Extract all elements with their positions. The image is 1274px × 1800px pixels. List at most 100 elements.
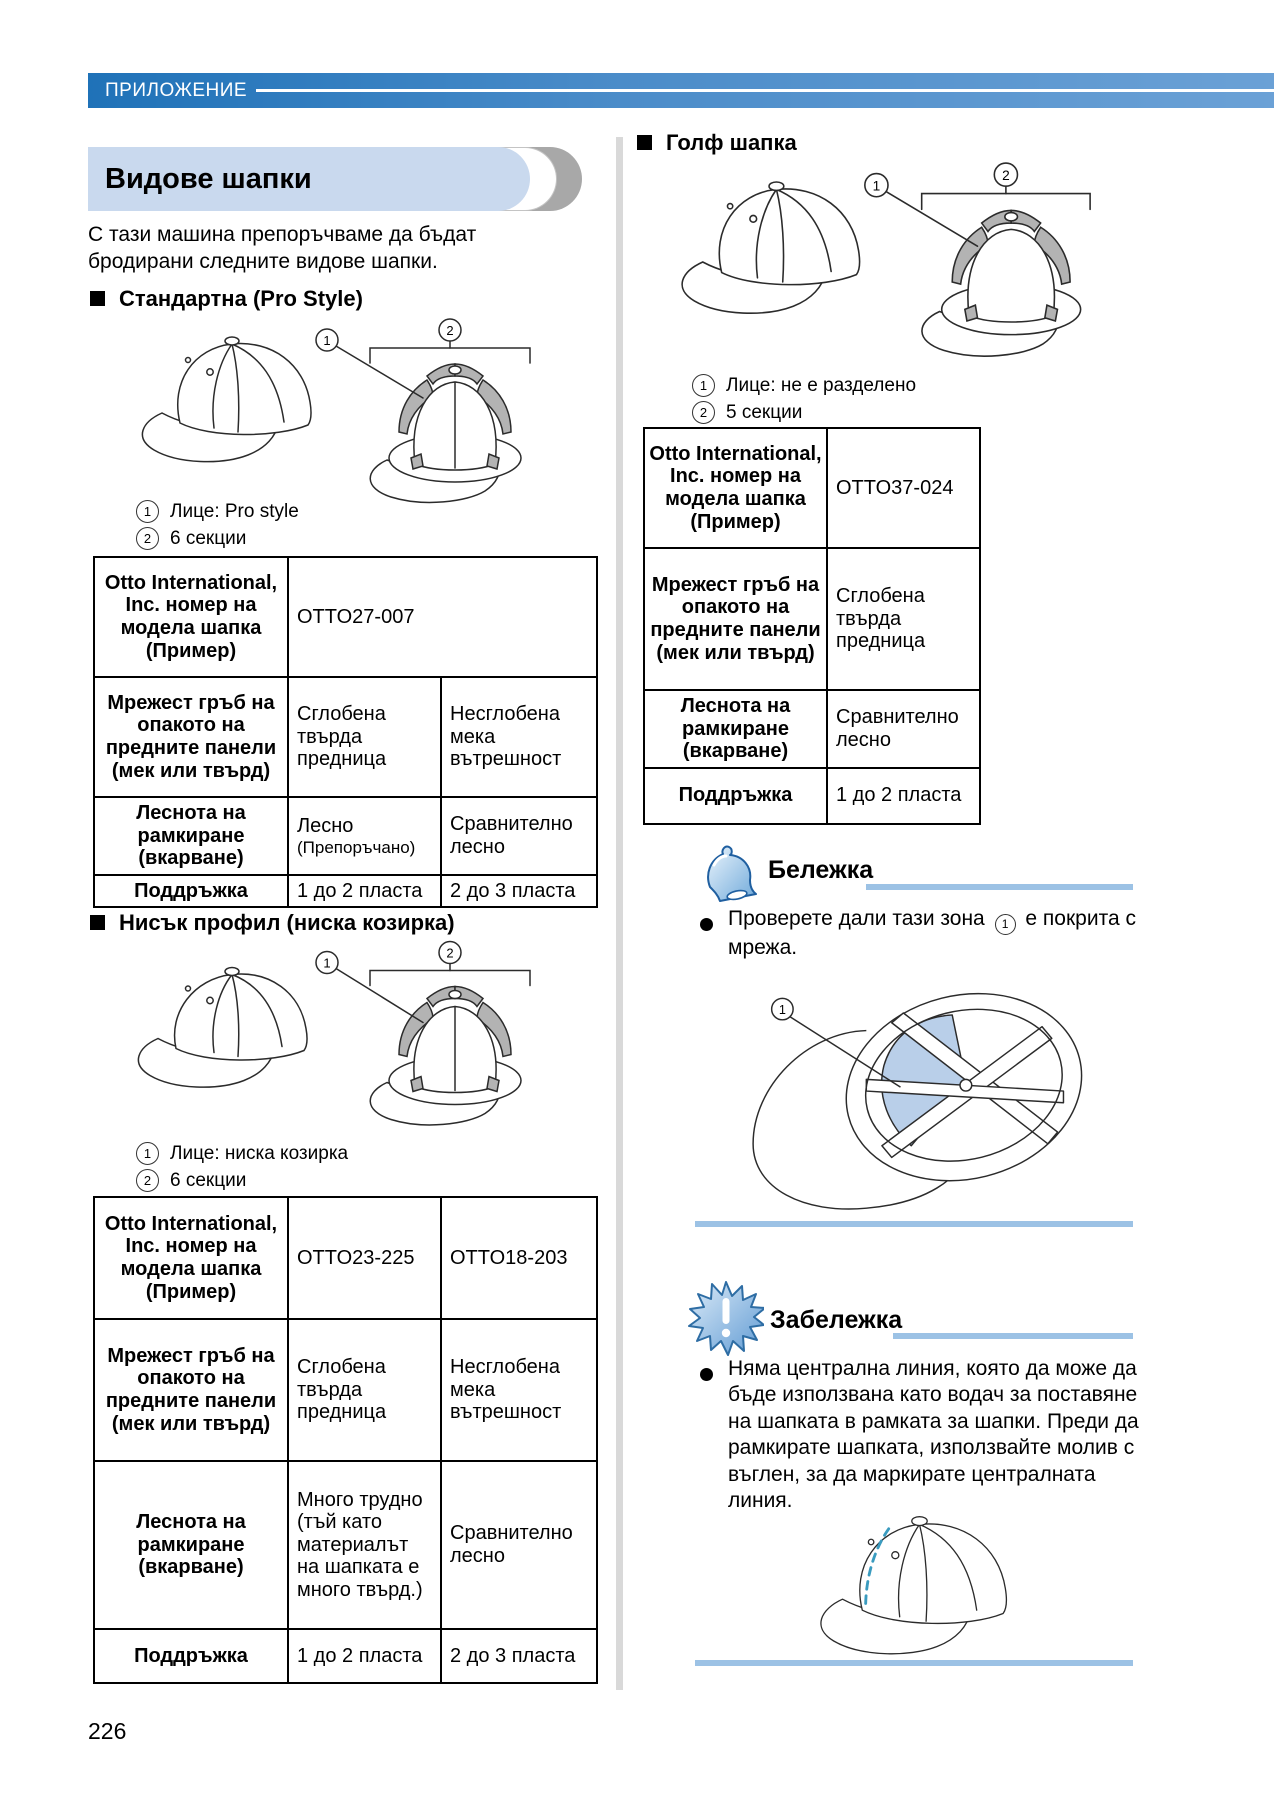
row-label: Otto International, Inc. номер на модела… bbox=[643, 427, 828, 549]
side-view-cap bbox=[137, 966, 308, 1088]
page-title: Видове шапки bbox=[105, 163, 312, 195]
title-banner: Видове шапки bbox=[88, 147, 588, 211]
callout-2-bracket bbox=[920, 192, 1091, 211]
table-cell: 1 до 2 пласта bbox=[826, 766, 981, 825]
callout-2: 2 bbox=[446, 946, 453, 961]
callout-1-badge: 1 bbox=[692, 374, 715, 397]
note-heading: Бележка bbox=[768, 856, 874, 884]
caption-text: Лице: ниска козирка bbox=[170, 1143, 349, 1164]
center-line-dashed bbox=[864, 1527, 891, 1610]
table-cell: OTTO27-007 bbox=[287, 556, 598, 678]
note-rule bbox=[866, 884, 1133, 890]
golf-cap-illustration: 1 2 bbox=[681, 162, 1091, 357]
table-cell: 1 до 2 пласта bbox=[287, 1628, 442, 1684]
golf-cap-table: Otto International, Inc. номер на модела… bbox=[643, 427, 981, 825]
intro-text: С тази машина препоръчваме да бъдат брод… bbox=[88, 223, 477, 274]
side-view-cap bbox=[141, 336, 312, 463]
table-cell: Несглобена мека вътрешност bbox=[440, 676, 598, 798]
table-cell: Сглобена твърда предница bbox=[287, 1318, 442, 1462]
inline-callout-1: 1 bbox=[994, 913, 1016, 935]
callout-1-leader bbox=[335, 345, 424, 399]
low-profile-cap-illustration: 1 2 bbox=[137, 940, 531, 1126]
caption-line: 2 6 секции bbox=[136, 1167, 348, 1194]
bullet-dot bbox=[700, 1368, 713, 1381]
caution-heading: Забележка bbox=[770, 1306, 903, 1334]
callout-1: 1 bbox=[873, 178, 881, 193]
table-cell: Сравнително лесно bbox=[440, 796, 598, 876]
chapter-header-bar: ПРИЛОЖЕНИЕ bbox=[88, 73, 1274, 108]
table-cell: OTTO23-225 bbox=[287, 1196, 442, 1320]
table-cell: 2 до 3 пласта bbox=[440, 1628, 598, 1684]
table-cell: Несглобена мека вътрешност bbox=[440, 1318, 598, 1462]
table-row: Otto International, Inc. номер на модела… bbox=[93, 1196, 598, 1320]
caption-line: 1 Лице: не е разделено bbox=[692, 372, 916, 399]
callout-2-bracket bbox=[369, 347, 531, 364]
table-cell: Много трудно (тъй като материалът на шап… bbox=[287, 1460, 442, 1630]
callout-1-leader bbox=[885, 190, 979, 247]
callout-1: 1 bbox=[323, 333, 330, 348]
callout-2-badge: 2 bbox=[136, 527, 159, 550]
table-row: Леснота на рамкиране (вкарване) Сравните… bbox=[643, 689, 981, 769]
golf-captions: 1 Лице: не е разделено 2 5 секции bbox=[692, 372, 916, 426]
caution-rule bbox=[893, 1333, 1133, 1339]
caption-text: Лице: Pro style bbox=[170, 501, 299, 522]
table-row: Мрежест гръб на опакото на предните пане… bbox=[643, 547, 981, 691]
section-bullet bbox=[90, 291, 105, 306]
caption-line: 2 5 секции bbox=[692, 399, 916, 426]
section-heading-label: Нисък профил (ниска козирка) bbox=[119, 910, 455, 935]
table-cell: Сравнително лесно bbox=[826, 689, 981, 769]
callout-1: 1 bbox=[323, 956, 330, 971]
section-bullet bbox=[637, 135, 652, 150]
section-end-rule bbox=[695, 1221, 1133, 1227]
callout-2-badge: 2 bbox=[136, 1169, 159, 1192]
table-cell: OTTO37-024 bbox=[826, 427, 981, 549]
caption-text: 6 секции bbox=[170, 1170, 247, 1191]
callout-2-bracket bbox=[369, 969, 531, 987]
page-number: 226 bbox=[88, 1718, 127, 1744]
side-view-cap bbox=[681, 181, 861, 314]
table-row: Otto International, Inc. номер на модела… bbox=[93, 556, 598, 678]
callout-2: 2 bbox=[446, 323, 453, 338]
callout-1-leader bbox=[789, 1016, 901, 1088]
row-label: Otto International, Inc. номер на модела… bbox=[93, 1196, 289, 1320]
ease-note: (Препоръчано) bbox=[297, 837, 416, 857]
row-label: Леснота на рамкиране (вкарване) bbox=[643, 689, 828, 769]
cap-inside-illustration: 1 bbox=[752, 992, 1083, 1210]
table-cell: Сглобена твърда предница bbox=[287, 676, 442, 798]
table-cell: 2 до 3 пласта bbox=[440, 873, 598, 909]
row-label: Поддръжка bbox=[93, 1628, 289, 1684]
caption-text: 6 секции bbox=[170, 528, 247, 549]
table-cell: OTTO18-203 bbox=[440, 1196, 598, 1320]
note-text-before: Проверете дали тази зона bbox=[728, 907, 985, 930]
callout-1: 1 bbox=[779, 1003, 786, 1017]
callout-2-badge: 2 bbox=[692, 401, 715, 424]
chapter-title: ПРИЛОЖЕНИЕ bbox=[105, 80, 248, 101]
table-cell: Сглобена твърда предница bbox=[826, 547, 981, 691]
row-label: Поддръжка bbox=[643, 766, 828, 825]
section-heading-low-profile: Нисък профил (ниска козирка) bbox=[90, 910, 455, 936]
callout-1-badge: 1 bbox=[136, 1142, 159, 1165]
row-label: Мрежест гръб на опакото на предните пане… bbox=[93, 1318, 289, 1462]
bell-icon bbox=[707, 845, 757, 902]
row-label: Otto International, Inc. номер на модела… bbox=[93, 556, 289, 678]
row-label: Леснота на рамкиране (вкарване) bbox=[93, 1460, 289, 1630]
table-row: Мрежест гръб на опакото на предните пане… bbox=[93, 1318, 598, 1462]
caution-bullet-text: Няма централна линия, която да може да б… bbox=[728, 1357, 1139, 1513]
section-heading-label: Голф шапка bbox=[666, 130, 797, 155]
section-end-rule bbox=[695, 1660, 1133, 1666]
row-label: Мрежест гръб на опакото на предните пане… bbox=[643, 547, 828, 691]
low-profile-cap-table: Otto International, Inc. номер на модела… bbox=[93, 1196, 598, 1684]
caption-line: 2 6 секции bbox=[136, 525, 299, 552]
table-row: Otto International, Inc. номер на модела… bbox=[643, 427, 981, 549]
caution-burst-icon bbox=[688, 1281, 764, 1356]
ease-value: Лесно bbox=[297, 814, 354, 837]
section-heading-golf: Голф шапка bbox=[637, 130, 797, 156]
banner-blue-swoosh bbox=[88, 147, 530, 211]
row-label: Мрежест гръб на опакото на предните пане… bbox=[93, 676, 289, 798]
table-cell: Лесно (Препоръчано) bbox=[287, 796, 442, 876]
table-cell: Сравнително лесно bbox=[440, 1460, 598, 1630]
cap-centerline-illustration bbox=[820, 1516, 1008, 1655]
callout-1-leader bbox=[335, 967, 424, 1024]
standard-cap-illustration: 1 2 bbox=[141, 318, 531, 504]
